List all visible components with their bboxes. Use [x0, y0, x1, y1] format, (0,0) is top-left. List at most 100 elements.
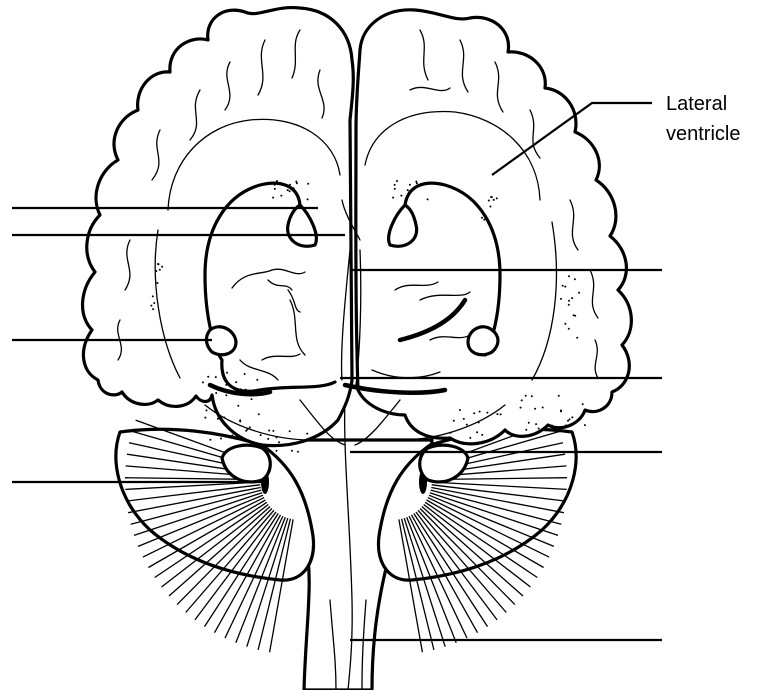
stipple-dot — [582, 403, 584, 405]
stipple-dot — [567, 420, 569, 422]
stipple-dot — [260, 434, 262, 436]
stipple-dot — [453, 420, 455, 422]
stipple-dot — [496, 413, 498, 415]
stipple-dot — [152, 295, 154, 297]
stipple-dot — [427, 198, 429, 200]
stipple-dot — [289, 190, 291, 192]
stipple-dot — [525, 429, 527, 431]
stipple-dot — [409, 184, 411, 186]
stipple-dot — [220, 438, 222, 440]
stipple-dot — [237, 405, 239, 407]
stipple-dot — [240, 388, 242, 390]
stipple-dot — [215, 392, 217, 394]
stipple-dot — [212, 432, 214, 434]
stipple-dot — [584, 424, 586, 426]
stipple-dot — [569, 418, 571, 420]
stipple-dot — [394, 184, 396, 186]
stipple-dot — [272, 197, 274, 199]
stipple-dot — [274, 184, 276, 186]
stipple-dot — [538, 428, 540, 430]
stipple-dot — [276, 450, 278, 452]
stipple-dot — [528, 422, 530, 424]
stipple-dot — [152, 308, 154, 310]
stipple-dot — [215, 376, 217, 378]
stipple-dot — [235, 381, 237, 383]
stipple-dot — [392, 197, 394, 199]
stipple-dot — [239, 420, 241, 422]
stipple-dot — [225, 394, 227, 396]
stipple-dot — [256, 379, 258, 381]
stipple-dot — [245, 389, 247, 391]
stipple-dot — [479, 411, 481, 413]
stipple-dot — [564, 286, 566, 288]
stipple-dot — [289, 184, 291, 186]
stipple-dot — [258, 413, 260, 415]
stipple-dot — [231, 435, 233, 437]
stipple-dot — [571, 297, 573, 299]
stipple-dot — [490, 206, 492, 208]
label-lateral-ventricle-line2: ventricle — [666, 123, 740, 145]
stipple-dot — [427, 183, 429, 185]
stipple-dot — [278, 441, 280, 443]
stipple-dot — [159, 269, 161, 271]
stipple-dot — [568, 300, 570, 302]
stipple-dot — [500, 413, 502, 415]
stipple-dot — [521, 399, 523, 401]
stipple-dot — [409, 190, 411, 192]
stipple-dot — [158, 263, 160, 265]
stipple-dot — [217, 418, 219, 420]
stipple-dot — [542, 407, 544, 409]
stipple-dot — [481, 217, 483, 219]
stipple-dot — [483, 212, 485, 214]
stipple-dot — [476, 431, 478, 433]
stipple-dot — [576, 337, 578, 339]
stipple-dot — [287, 189, 289, 191]
stipple-dot — [244, 373, 246, 375]
stipple-dot — [274, 188, 276, 190]
stipple-dot — [493, 199, 495, 201]
stipple-dot — [485, 216, 487, 218]
stipple-dot — [520, 407, 522, 409]
stipple-dot — [249, 426, 251, 428]
stipple-dot — [291, 189, 293, 191]
stipple-dot — [155, 270, 157, 272]
stipple-dot — [226, 382, 228, 384]
stipple-dot — [568, 275, 570, 277]
stipple-dot — [416, 182, 418, 184]
stipple-dot — [531, 395, 533, 397]
stipple-dot — [150, 305, 152, 307]
stipple-dot — [276, 180, 278, 182]
stipple-dot — [296, 182, 298, 184]
stipple-dot — [415, 181, 417, 183]
stipple-dot — [450, 432, 452, 434]
stipple-dot — [560, 298, 562, 300]
stipple-dot — [268, 430, 270, 432]
stipple-dot — [394, 188, 396, 190]
stipple-dot — [161, 266, 163, 268]
stipple-dot — [483, 219, 485, 221]
stipple-dot — [400, 195, 402, 197]
stipple-dot — [574, 278, 576, 280]
stipple-dot — [463, 418, 465, 420]
stipple-dot — [157, 282, 159, 284]
stipple-dot — [207, 376, 209, 378]
stipple-dot — [267, 438, 269, 440]
stipple-dot — [481, 434, 483, 436]
stipple-dot — [246, 428, 248, 430]
stipple-dot — [562, 285, 564, 287]
stipple-dot — [291, 450, 293, 452]
stipple-dot — [307, 183, 309, 185]
stipple-dot — [486, 412, 488, 414]
stipple-dot — [469, 437, 471, 439]
stipple-dot — [411, 189, 413, 191]
stipple-dot — [223, 417, 225, 419]
stipple-dot — [289, 430, 291, 432]
stipple-dot — [280, 195, 282, 197]
stipple-dot — [496, 197, 498, 199]
stipple-dot — [396, 180, 398, 182]
label-lateral-ventricle-line1: Lateral — [666, 93, 727, 115]
left-hemisphere — [83, 8, 354, 453]
stipple-dot — [551, 425, 553, 427]
stipple-dot — [276, 436, 278, 438]
